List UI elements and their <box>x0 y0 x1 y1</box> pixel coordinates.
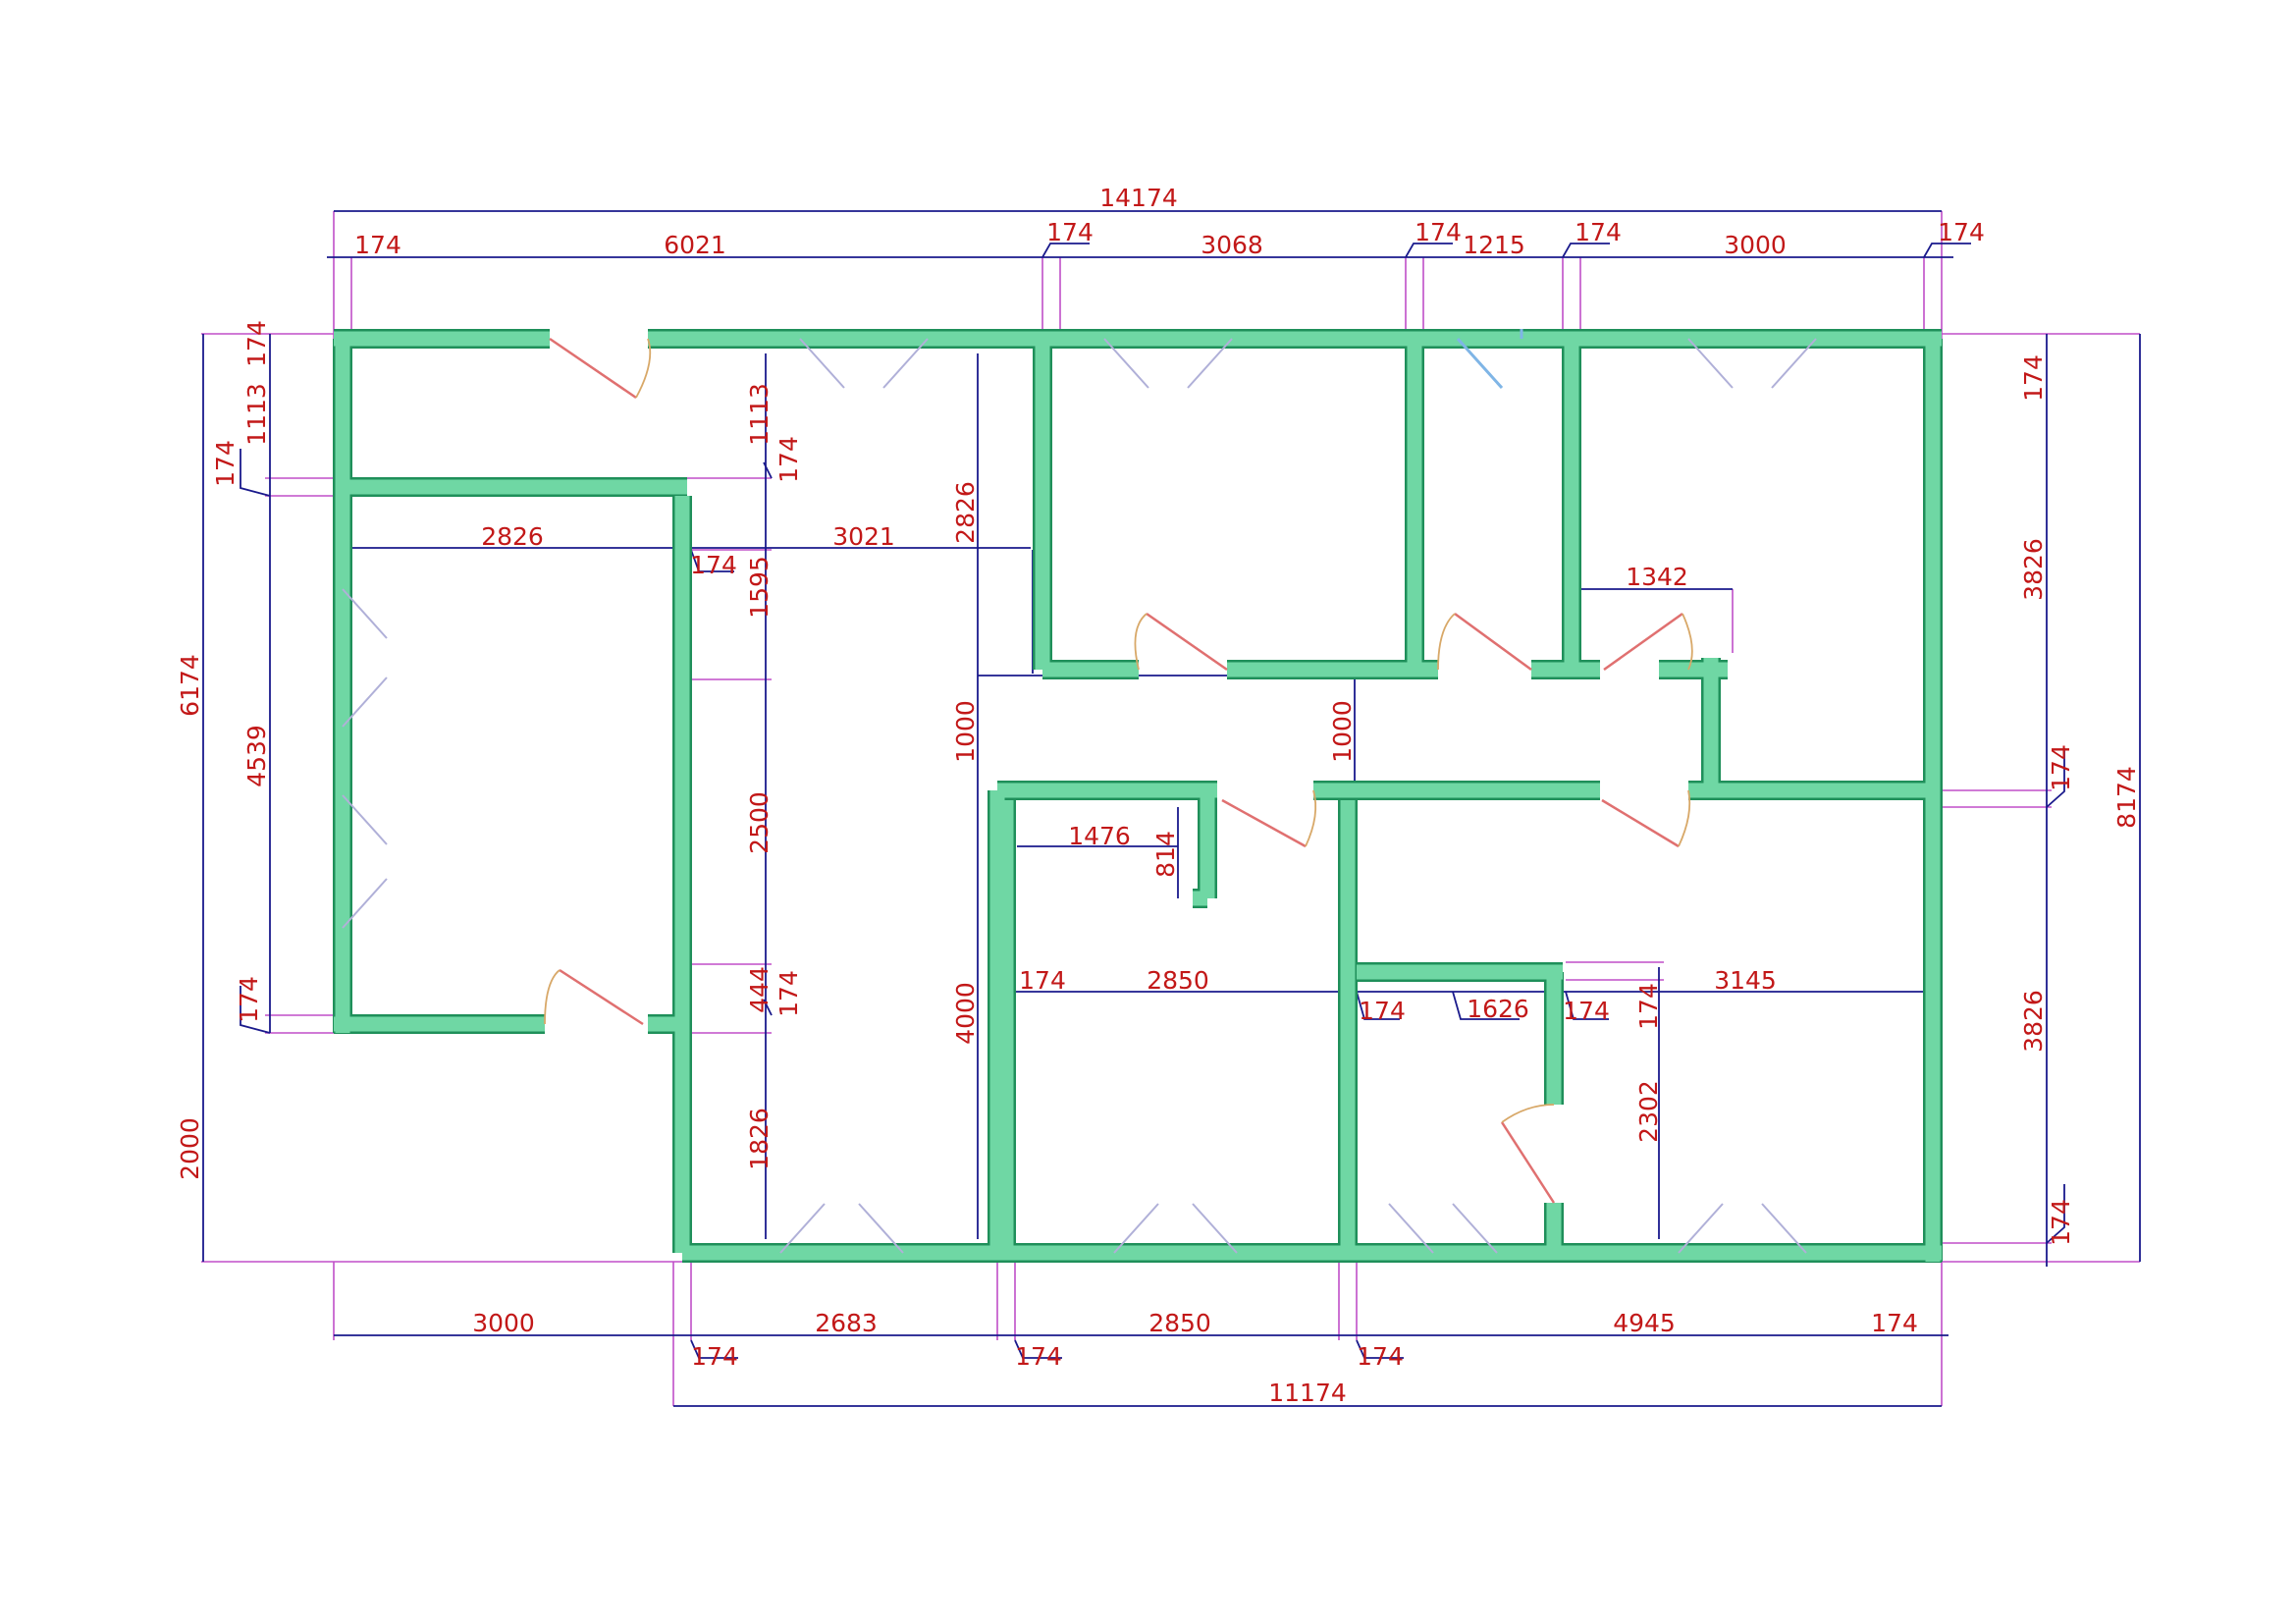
dim-top-4: 3068 <box>1201 231 1263 259</box>
dim-left-inner-2: 1113 <box>242 383 271 446</box>
dimension-leaders <box>240 243 2065 1359</box>
dim-bottom-4: 174 <box>1015 1342 1062 1371</box>
dim-top-7: 174 <box>1575 218 1622 246</box>
dim-left-outer-1: 6174 <box>176 654 204 717</box>
dim-int-174g: 174 <box>1634 983 1663 1030</box>
dim-top-5: 174 <box>1415 218 1462 246</box>
windows <box>342 338 1817 1254</box>
dim-int-2826: 2826 <box>481 522 544 551</box>
dim-int-2500: 2500 <box>745 791 774 854</box>
walls <box>333 329 1943 1263</box>
dim-right-2: 3826 <box>2019 538 2048 601</box>
dim-int-814: 814 <box>1151 831 1180 878</box>
dim-bottom-2: 174 <box>691 1342 738 1371</box>
dim-left-outer-2: 2000 <box>176 1117 204 1180</box>
dim-int-1000b: 1000 <box>1328 700 1357 763</box>
dim-left-inner-5: 174 <box>235 976 263 1023</box>
dim-left-inner-4: 4539 <box>242 725 271 787</box>
dim-right-1: 174 <box>2019 354 2048 402</box>
dim-bottom-1: 3000 <box>472 1309 535 1337</box>
dim-top-3: 174 <box>1046 218 1094 246</box>
dim-int-174f: 174 <box>1563 997 1610 1025</box>
dim-int-3021: 3021 <box>832 522 895 551</box>
dim-int-1826: 1826 <box>745 1108 774 1170</box>
doors <box>549 337 1683 1204</box>
dim-overall-width: 14174 <box>1099 184 1178 212</box>
dim-int-1113: 1113 <box>745 383 774 446</box>
dim-top-8: 3000 <box>1724 231 1787 259</box>
dim-int-1000: 1000 <box>951 700 980 763</box>
dim-bottom-8: 174 <box>1871 1309 1918 1337</box>
dim-int-174d: 174 <box>1019 966 1066 995</box>
dim-int-2850: 2850 <box>1147 966 1209 995</box>
dim-int-1626: 1626 <box>1467 995 1529 1023</box>
dim-top-6: 1215 <box>1463 231 1525 259</box>
dim-int-174: 174 <box>690 551 737 579</box>
dim-bottom-6: 174 <box>1357 1342 1404 1371</box>
dim-top-9: 174 <box>1938 218 1985 246</box>
dim-right-5: 174 <box>2047 1199 2075 1246</box>
dim-int-1595: 1595 <box>745 556 774 619</box>
dim-int-4000: 4000 <box>951 982 980 1045</box>
dim-bottom-overall: 11174 <box>1268 1379 1347 1407</box>
dim-int-1342: 1342 <box>1626 563 1688 591</box>
dimension-lines <box>202 210 2141 1407</box>
glass-panel <box>1456 329 1523 390</box>
dim-right-3: 174 <box>2047 744 2075 791</box>
dim-int-2302: 2302 <box>1634 1080 1663 1143</box>
dim-bottom-7: 4945 <box>1613 1309 1676 1337</box>
dim-top-2: 6021 <box>664 231 726 259</box>
dim-left-inner-3: 174 <box>211 440 240 487</box>
dim-int-3145: 3145 <box>1714 966 1777 995</box>
dim-int-2826v: 2826 <box>951 481 980 544</box>
dim-top-1: 174 <box>354 231 401 259</box>
dim-int-174c: 174 <box>774 970 803 1017</box>
dim-int-1476: 1476 <box>1068 822 1131 850</box>
dim-int-174e: 174 <box>1359 997 1406 1025</box>
dim-overall-depth: 8174 <box>2112 766 2141 829</box>
dim-bottom-5: 2850 <box>1148 1309 1211 1337</box>
dim-right-4: 3826 <box>2019 990 2048 1053</box>
door-arcs <box>544 338 1693 1123</box>
dim-int-174b: 174 <box>774 436 803 483</box>
extension-lines <box>201 211 2140 1406</box>
dim-bottom-3: 2683 <box>815 1309 878 1337</box>
dimension-labels: 14174 174 6021 174 3068 174 1215 174 300… <box>176 184 2141 1407</box>
dim-int-444: 444 <box>745 966 774 1013</box>
dim-left-inner-1: 174 <box>242 320 271 367</box>
